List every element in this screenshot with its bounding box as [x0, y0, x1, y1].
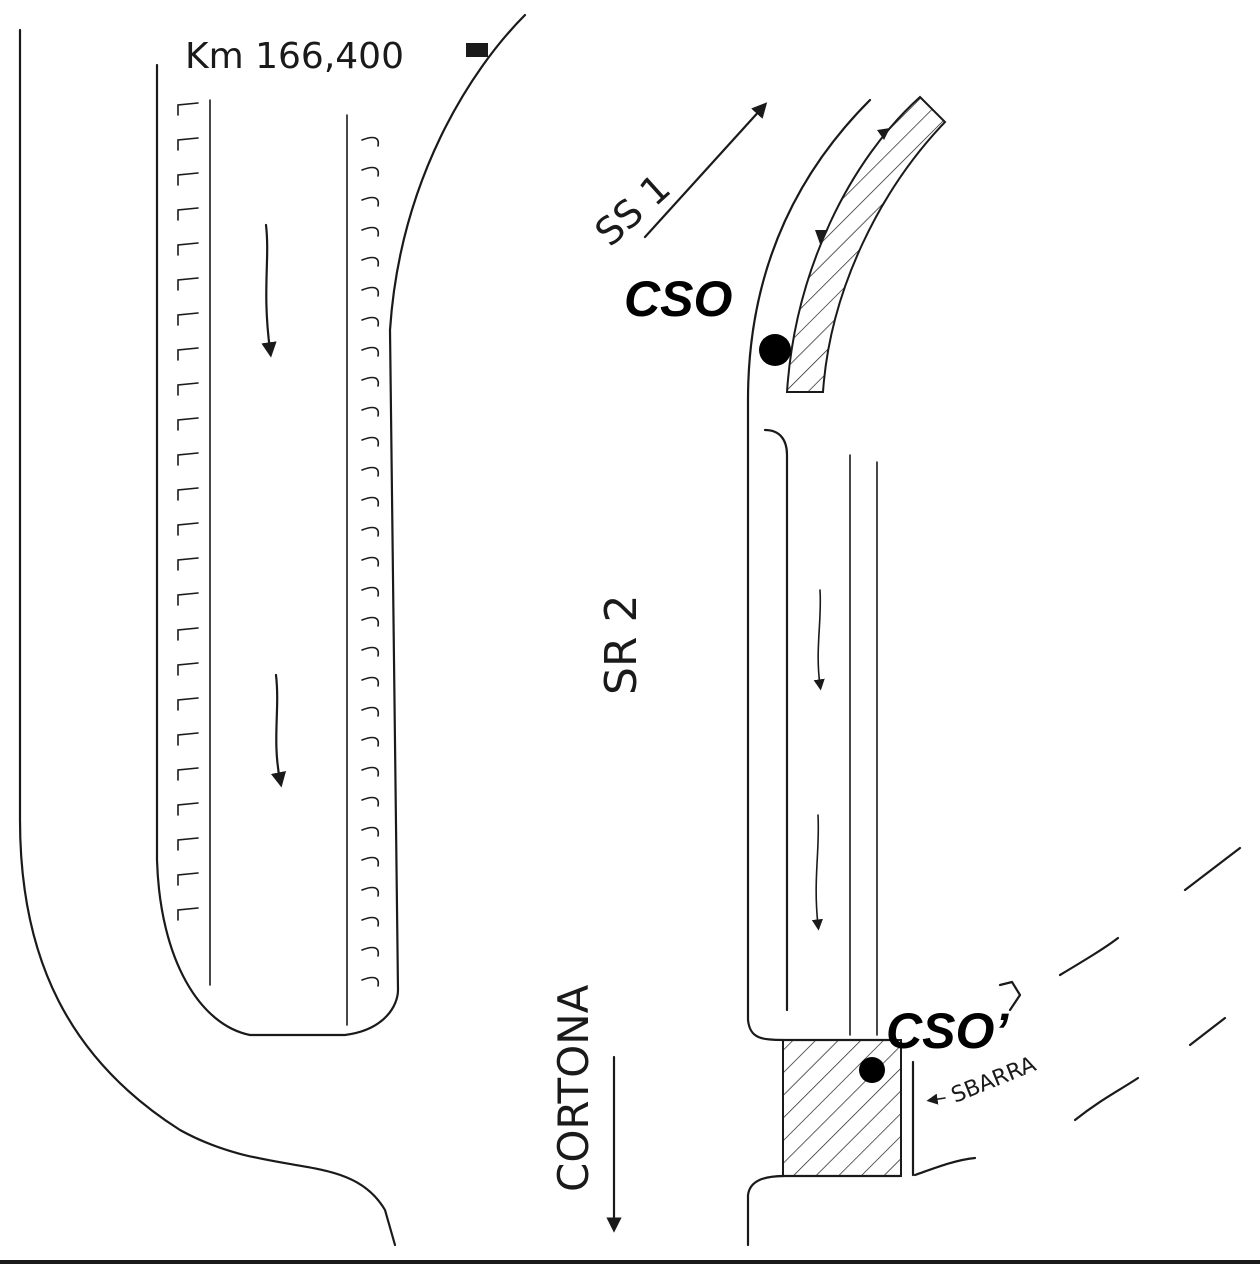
kerb-tick [361, 286, 380, 297]
kerb-tick [177, 522, 199, 536]
right-kerb-ticks [361, 136, 380, 987]
kerb-tick [361, 196, 380, 207]
kerb-tick [361, 496, 380, 507]
cso-prime-label: CSO’ [886, 1003, 1009, 1059]
kerb-tick [177, 102, 199, 116]
kerb-tick [177, 662, 199, 676]
km-label: Km 166,400 [185, 36, 404, 77]
kerb-tick [361, 436, 380, 447]
kerb-tick [361, 856, 380, 867]
right-road [606, 95, 1242, 1247]
kerb-tick [177, 242, 199, 256]
kerb-tick [361, 526, 380, 537]
kerb-tick [361, 346, 380, 357]
left-kerb-ticks [177, 102, 199, 921]
kerb-tick [177, 872, 199, 886]
median-separator [763, 428, 789, 1012]
left-lane-left-edge [155, 13, 527, 1037]
direction-arrow [811, 814, 823, 931]
kerb-tick [361, 466, 380, 477]
kerb-tick [177, 172, 199, 186]
kerb-tick [361, 916, 380, 927]
kerb-tick [361, 736, 380, 747]
kerb-tick [361, 886, 380, 897]
kerb-tick [361, 796, 380, 807]
kerb-tick [361, 166, 380, 177]
kerb-tick [361, 826, 380, 837]
kerb-tick [361, 376, 380, 387]
side-road-dash [998, 980, 1022, 1012]
kerb-tick [361, 316, 380, 327]
bottom-road-stub [913, 1156, 977, 1177]
kerb-tick [361, 646, 380, 657]
kerb-tick [361, 556, 380, 567]
island-marker [815, 230, 828, 244]
km-marker [466, 43, 488, 57]
kerb-tick [361, 706, 380, 717]
kerb-tick [177, 347, 199, 361]
kerb-tick [177, 697, 199, 711]
kerb-tick [177, 837, 199, 851]
ss1-label: SS 1 [587, 165, 679, 254]
kerb-tick [361, 586, 380, 597]
side-road-dash [1058, 936, 1120, 977]
kerb-tick [177, 627, 199, 641]
kerb-tick [361, 946, 380, 957]
cso-label: CSO [624, 271, 732, 327]
direction-arrow [270, 673, 287, 788]
direction-arrow [261, 223, 277, 358]
sbarra-label: SBARRA [948, 1052, 1040, 1108]
kerb-tick [361, 406, 380, 417]
kerb-tick [177, 767, 199, 781]
ss1-direction-arrow [643, 102, 768, 239]
cso-prime-marker [859, 1057, 885, 1083]
sr2-label: SR 2 [596, 595, 647, 695]
kerb-tick [361, 226, 380, 237]
direction-arrow [813, 589, 825, 691]
kerb-tick [177, 557, 199, 571]
kerb-tick [361, 136, 380, 147]
side-road-dash [1188, 1016, 1227, 1047]
side-road-dash [1073, 1076, 1140, 1122]
kerb-tick [177, 382, 199, 396]
kerb-tick [177, 312, 199, 326]
hatched-island-top [785, 95, 947, 393]
side-road-dash [1183, 846, 1242, 892]
kerb-tick [177, 207, 199, 221]
kerb-tick [177, 907, 199, 921]
ramp-left-edge [746, 98, 892, 1042]
kerb-tick [361, 616, 380, 627]
kerb-tick [177, 487, 199, 501]
kerb-tick [177, 732, 199, 746]
kerb-tick [177, 417, 199, 431]
kerb-tick [361, 676, 380, 687]
cso-marker [759, 334, 791, 366]
kerb-tick [361, 256, 380, 267]
kerb-tick [177, 452, 199, 466]
island-marker [877, 128, 890, 140]
kerb-tick [177, 802, 199, 816]
cortona-label: CORTONA [549, 984, 598, 1192]
sbarra-pointer [926, 1093, 946, 1105]
left-road-outer-edge [18, 28, 397, 1247]
hatched-box-bottom [782, 1039, 902, 1177]
kerb-tick [361, 976, 380, 987]
left-road [18, 13, 527, 1247]
kerb-tick [361, 766, 380, 777]
kerb-tick [177, 277, 199, 291]
kerb-tick [177, 137, 199, 151]
bottom-road-stub [746, 1174, 902, 1247]
kerb-tick [177, 592, 199, 606]
